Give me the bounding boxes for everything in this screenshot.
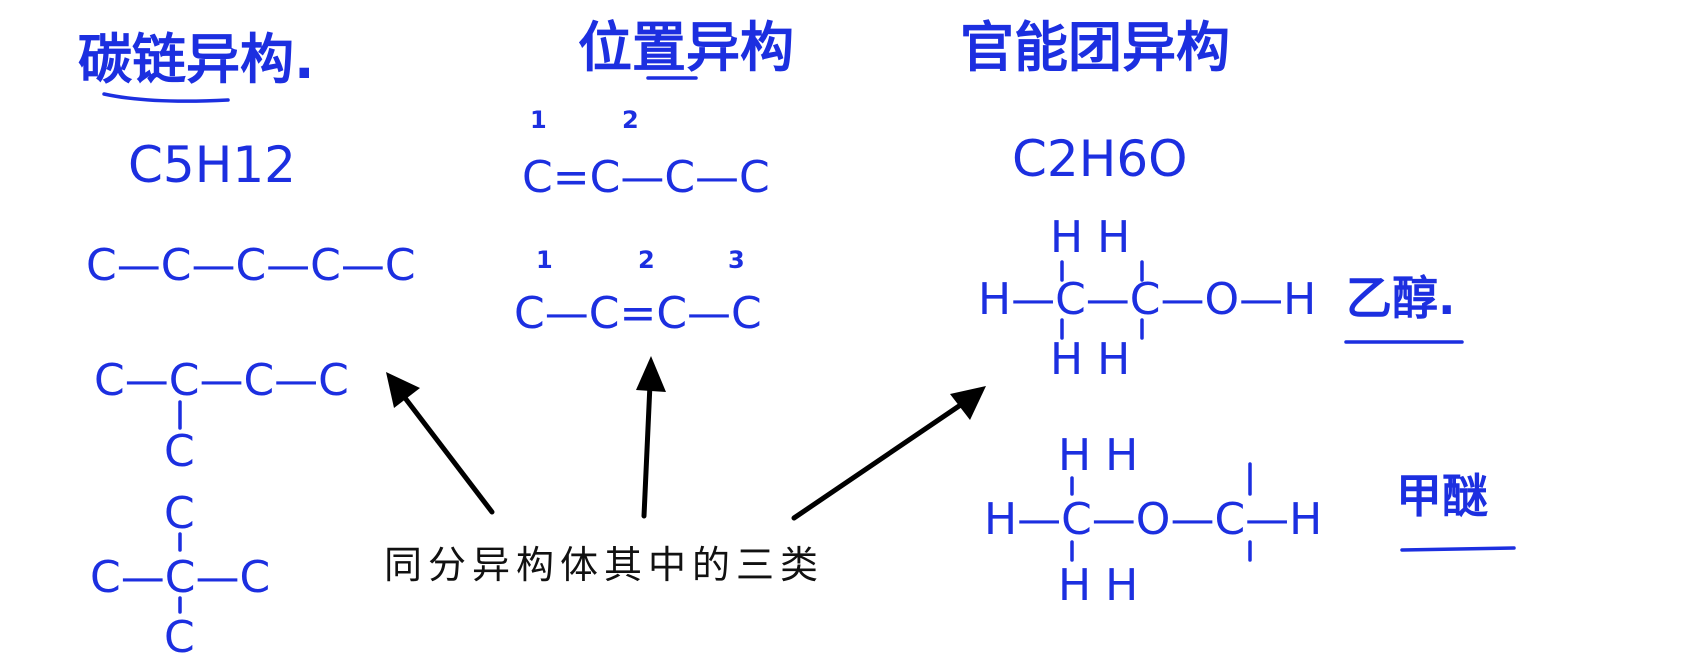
name-dimethyl-ether: 甲醚 [1396, 469, 1488, 523]
arrowhead-carbon-chain [386, 372, 420, 408]
ethanol-bottom-h: H H [1050, 334, 1130, 385]
formula-c2h6o: C2H6O [1012, 130, 1188, 188]
ether-top-bonds [1070, 462, 1252, 496]
title-position: 位置异构 [578, 16, 794, 79]
structure-methylbutane-branch: C [164, 426, 195, 477]
title-carbon-chain: 碳链异构. [78, 28, 315, 91]
ether-bottom-h: H H [1058, 560, 1138, 611]
structure-dimethylpropane-main: C—C—C [90, 552, 270, 603]
carbon-number-1: 1 [536, 246, 553, 274]
column-functional-group: 官能团异构 C2H6O H H H—C—C—O—H H H 乙醇. H H H—… [960, 16, 1516, 611]
structure-dimethylpropane-top: C [164, 488, 195, 539]
name-ethanol: 乙醇. [1346, 271, 1455, 325]
ether-name-underline [1400, 546, 1516, 552]
structure-dimethyl-ether: H—C—O—C—H [984, 494, 1322, 545]
structure-ethanol: H—C—C—O—H [978, 274, 1316, 325]
ethanol-top-bonds [1060, 260, 1144, 282]
carbon-number-3: 3 [728, 246, 745, 274]
ether-top-h: H H [1058, 430, 1138, 481]
title-underline [102, 92, 230, 103]
arrowhead-functional-group [950, 386, 986, 420]
ethanol-top-h: H H [1050, 212, 1130, 263]
structure-dimethylpropane-bottom: C [164, 612, 195, 660]
arrow-to-functional-group [791, 401, 965, 521]
column-position: 位置异构 1 2 C=C—C—C 1 2 3 C—C=C—C [514, 16, 794, 339]
formula-c5h12: C5H12 [128, 136, 296, 194]
arrows [386, 356, 986, 521]
structure-methylbutane-chain: C—C—C—C [94, 355, 349, 406]
title-functional-group: 官能团异构 [960, 16, 1230, 79]
column-carbon-chain: 碳链异构. C5H12 C—C—C—C—C C—C—C—C C C C—C—C … [78, 28, 416, 660]
carbon-number-2: 2 [622, 106, 639, 134]
ether-bottom-bonds [1070, 540, 1252, 562]
carbon-number-2: 2 [638, 246, 655, 274]
structure-1-butene: C=C—C—C [522, 152, 770, 203]
arrow-to-position [641, 381, 653, 519]
arrow-to-carbon-chain [399, 391, 495, 515]
arrowhead-position [636, 356, 666, 392]
caption-three-types: 同分异构体其中的三类 [384, 543, 824, 587]
structure-2-butene: C—C=C—C [514, 288, 762, 339]
carbon-number-1: 1 [530, 106, 547, 134]
ethanol-bottom-bonds [1060, 318, 1144, 340]
structure-pentane-chain: C—C—C—C—C [86, 240, 416, 291]
